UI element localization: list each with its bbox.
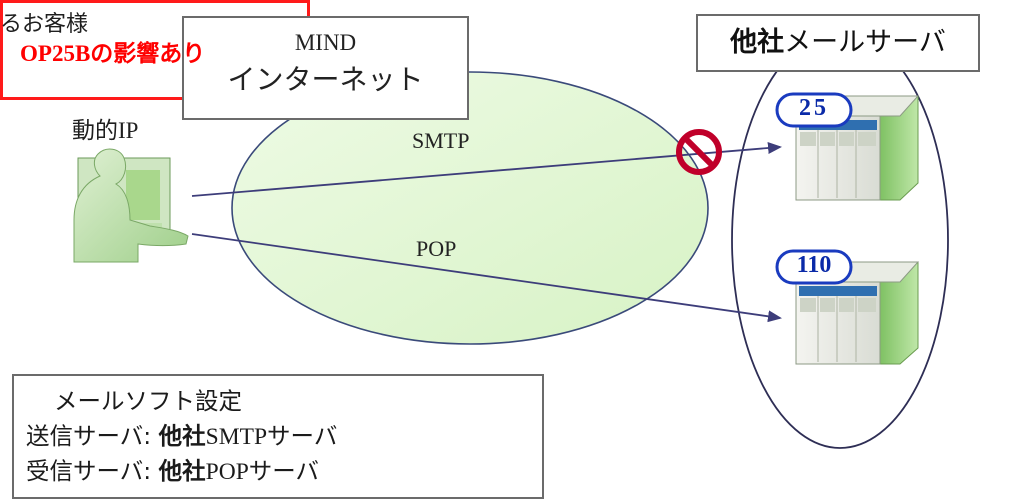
op25b-impact-en: OP25B [20,41,91,66]
customer-label: るお客様 [0,12,89,37]
server-title-box: 他社メールサーバ [696,14,980,72]
mind-label: MIND [294,30,357,55]
receive-server-bold: 他社 [158,457,206,485]
internet-label: インターネット [227,63,424,96]
server-title-rest: メールサーバ [784,27,946,58]
pop-arrow [191,233,782,323]
send-server-bold: 他社 [158,422,206,450]
receive-server-label: 受信サーバ: [26,457,152,485]
receive-server-row: 受信サーバ: 他社POPサーバ [26,452,319,486]
port-badge-pop [775,249,853,285]
dynamic-ip-label: 動的IP [72,111,138,145]
pop-label: POP [416,236,457,261]
mind-internet-box: MIND インターネット [182,16,469,120]
receive-server-value: POPサーバ [205,459,320,485]
server-title-bold: 他社 [730,27,785,58]
user-at-computer-icon [73,148,189,263]
pop-port-number: 110 [796,252,832,278]
mail-software-settings-box: メールソフト設定 送信サーバ: 他社SMTPサーバ 受信サーバ: 他社POPサー… [12,374,544,499]
mail-software-heading: メールソフト設定 [54,387,242,415]
send-server-value: SMTPサーバ [205,424,338,450]
port-badge-smtp [775,92,853,128]
no-entry-icon [676,129,722,175]
internet-cloud [231,71,709,345]
dynamic-ip-prefix: 動的 [72,118,118,144]
diagram-canvas [73,31,949,449]
dynamic-ip-ip: IP [118,118,139,143]
smtp-label: SMTP [412,128,470,153]
op25b-impact-text: OP25Bの影響あり [20,34,205,68]
send-server-label: 送信サーバ: [26,422,152,450]
op25b-impact-jp: の影響あり [90,41,206,67]
send-server-row: 送信サーバ: 他社SMTPサーバ [26,417,337,451]
smtp-port-number: 25 [799,95,829,121]
